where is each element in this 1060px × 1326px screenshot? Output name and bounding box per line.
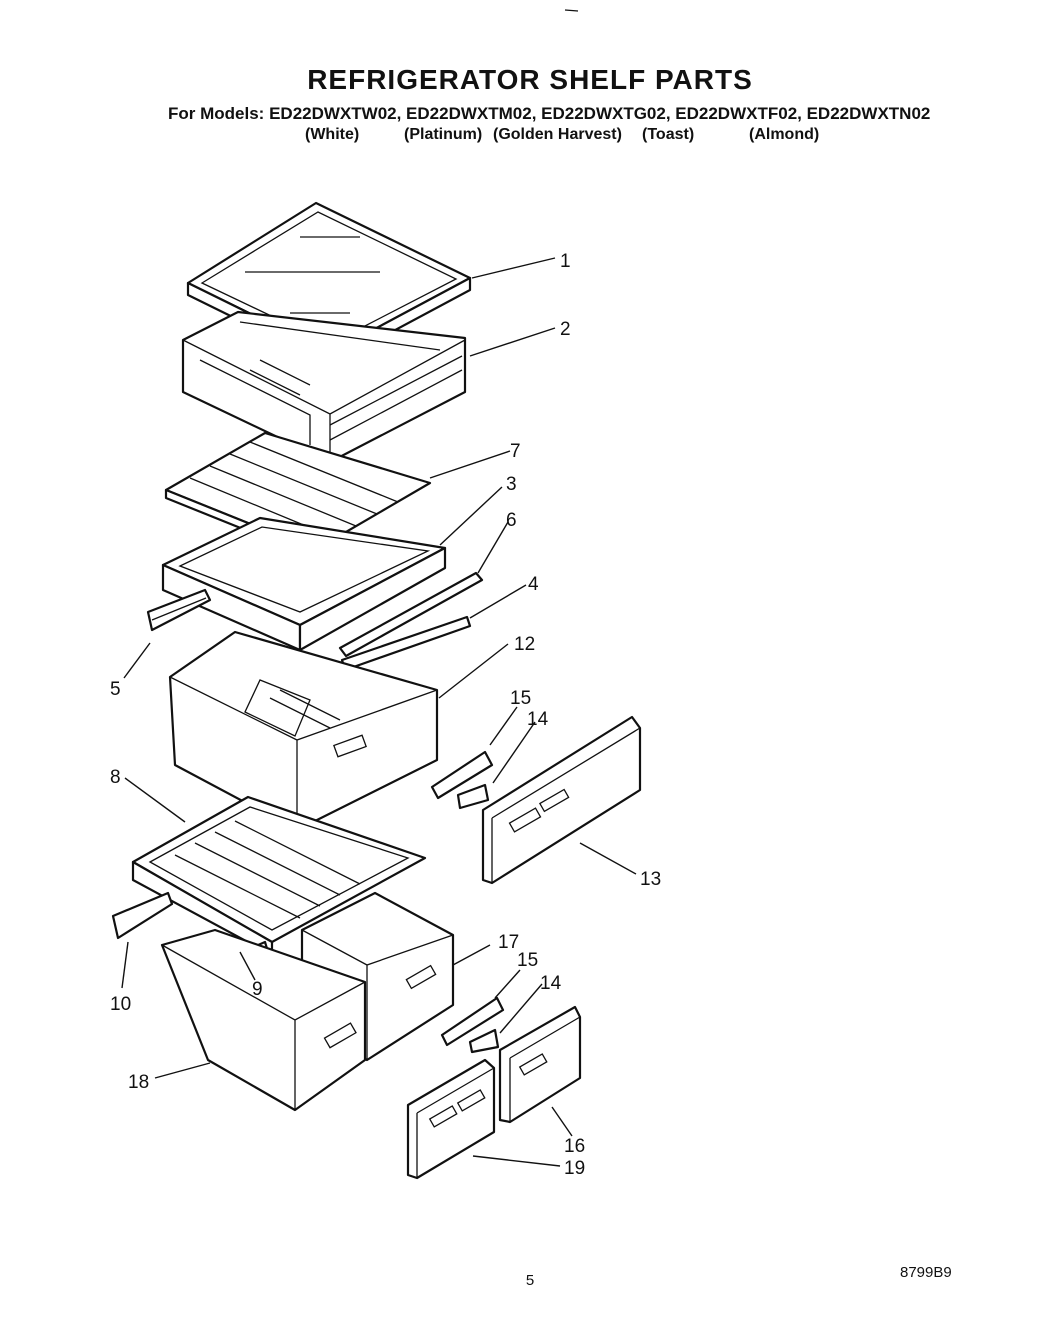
model-colors: (White) (Platinum) (Golden Harvest) (Toa… [0,126,1060,148]
model-list: For Models: ED22DWXTW02, ED22DWXTM02, ED… [168,104,930,124]
models-numbers: ED22DWXTW02, ED22DWXTM02, ED22DWXTG02, E… [269,104,931,123]
callout-5: 5 [110,679,121,700]
color-platinum: (Platinum) [404,126,483,143]
part-8-lower-shelf [131,795,427,957]
callout-3: 3 [506,474,517,495]
part-19-drawer-front [406,1058,496,1180]
callout-numbers: 1 2 7 3 6 4 5 12 15 14 8 13 17 15 14 10 … [110,251,661,1179]
document-number: 8799B9 [900,1264,952,1281]
color-white: (White) [305,126,360,143]
callout-14-upper: 14 [527,709,549,730]
part-18-drawer-left [160,928,367,1112]
page-number: 5 [525,1272,535,1289]
callout-4: 4 [528,574,539,595]
leader-lines [121,257,637,1167]
color-almond: (Almond) [749,126,820,143]
part-16-drawer-front [498,1005,582,1124]
callout-19: 19 [564,1158,585,1179]
callout-8: 8 [110,767,121,788]
part-12-drawer [168,630,439,832]
callout-16: 16 [564,1136,585,1157]
scan-mark [564,9,579,12]
callout-15-upper: 15 [510,688,531,709]
color-golden-harvest: (Golden Harvest) [493,126,622,143]
callout-12: 12 [514,634,535,655]
page-title: REFRIGERATOR SHELF PARTS [307,64,753,95]
models-prefix: For Models: [168,104,265,123]
part-13-drawer-front [481,715,642,885]
callout-17: 17 [498,932,519,953]
callout-7: 7 [510,441,521,462]
part-15-bracket-upper [430,750,494,810]
callout-10: 10 [110,994,131,1015]
part-15-bracket-lower [440,996,505,1054]
part-5-rail [146,588,212,632]
callout-14-lower: 14 [540,973,562,994]
callout-1: 1 [560,251,571,272]
callout-15-lower: 15 [517,950,538,971]
callout-6: 6 [506,510,517,531]
part-6-rail [338,571,484,658]
callout-18: 18 [128,1072,149,1093]
part-2-crisper-pan [181,310,467,464]
callout-9: 9 [252,979,263,1000]
part-10-rail [111,891,174,940]
color-toast: (Toast) [642,126,695,143]
part-7-shelf-insert [164,431,432,560]
callout-13: 13 [640,869,661,890]
part-3-shelf-frame [161,516,447,652]
callout-2: 2 [560,319,571,340]
